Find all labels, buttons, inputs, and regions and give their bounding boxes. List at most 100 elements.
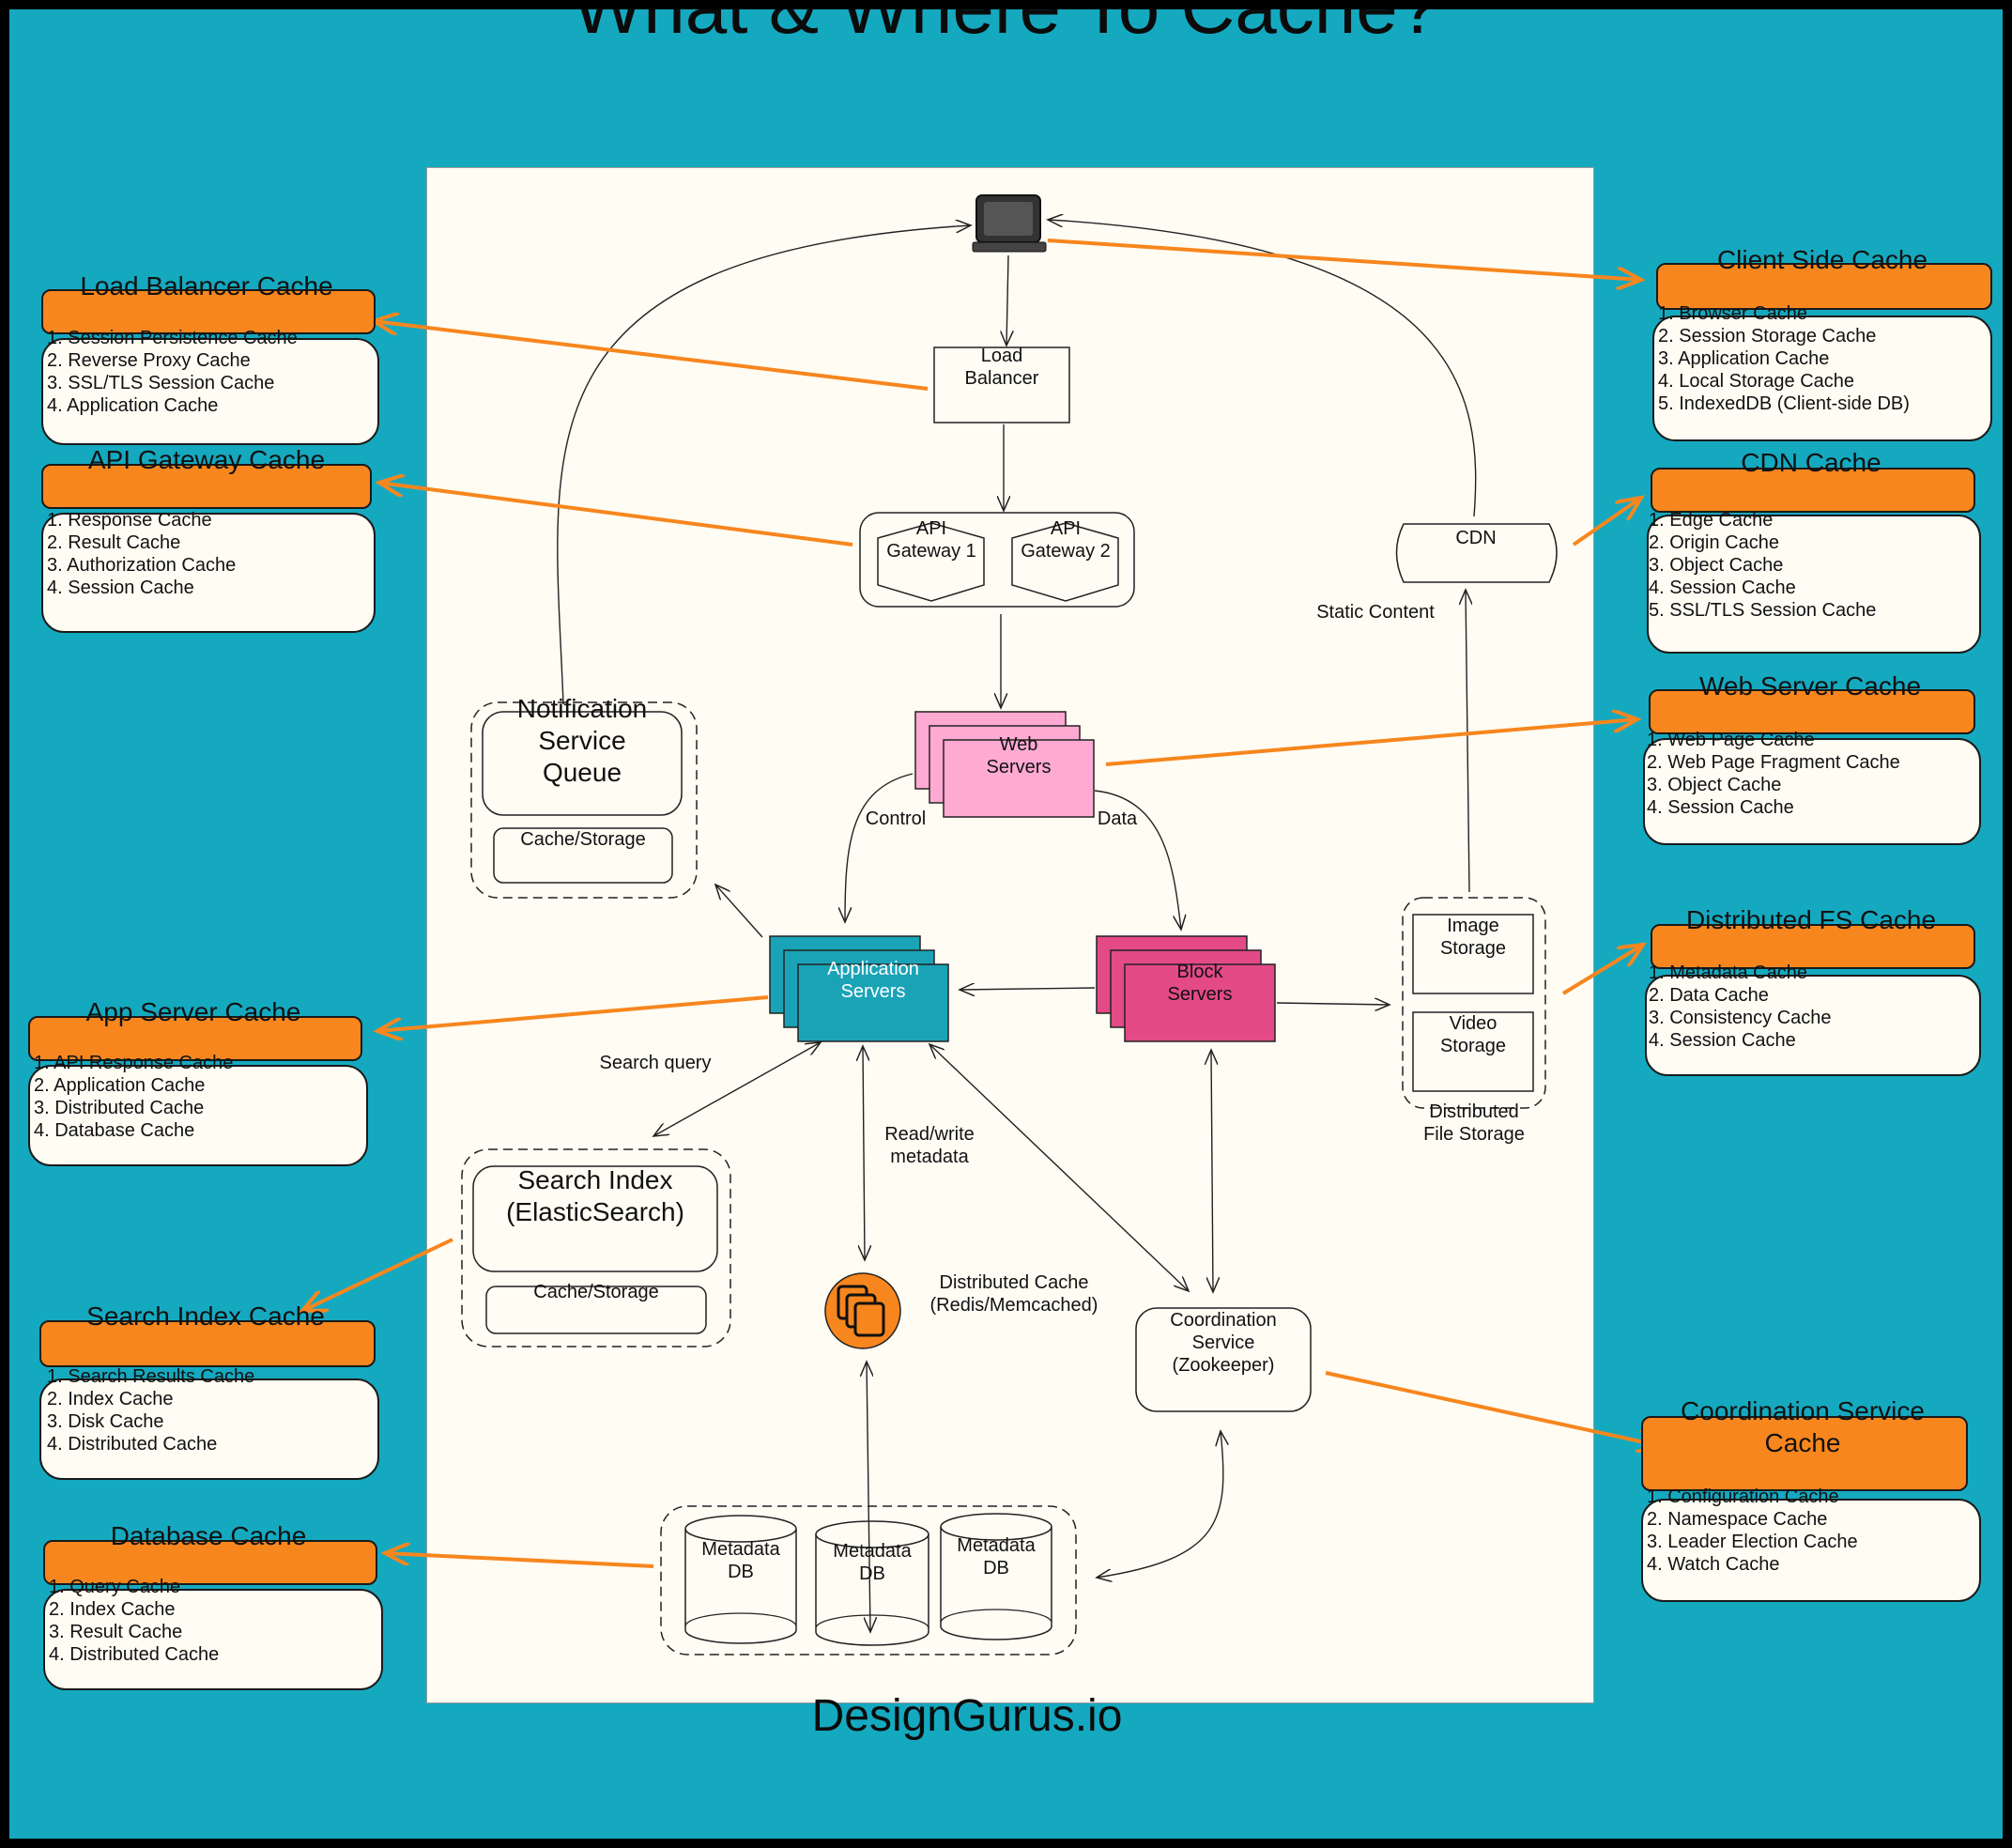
video-storage-box [1412,1011,1534,1092]
list-item: 3. SSL/TLS Session Cache [47,373,275,393]
notification-queue-box [482,711,683,816]
static-content-label: Static Content [1316,602,1435,623]
list-item: 3. Authorization Cache [47,555,237,576]
list-item: 1. Browser Cache [1658,303,1807,324]
client-side-cache-card [1652,316,1992,441]
list-item: 1. Response Cache [47,510,212,531]
api-gateway-2-hex [1011,522,1119,602]
orange-connectors [302,239,1662,1568]
metadata-db-1-cylinder [684,1515,797,1644]
list-item: 4. Database Cache [34,1120,195,1141]
search-index-cache-list: 1. Search Results Cache 2. Index Cache 3… [47,1365,254,1455]
client-side-cache-list: 1. Browser Cache 2. Session Storage Cach… [1658,302,1910,415]
list-item: 3. Consistency Cache [1649,1008,1832,1028]
list-item: 4. Distributed Cache [47,1434,218,1455]
cdn-shape [1395,523,1558,583]
app-server-cache-list: 1. API Response Cache 2. Application Cac… [34,1052,233,1142]
image-storage-label: Image Storage [1439,916,1507,959]
list-item: 2. Origin Cache [1649,532,1779,553]
list-item: 4. Session Cache [1649,578,1796,598]
list-item: 3. Object Cache [1647,775,1782,795]
database-cache-title: Database Cache [110,1521,307,1550]
list-item: 2. Result Cache [47,532,181,553]
application-servers-stack [769,935,949,1042]
image-storage-box [1412,914,1534,994]
notification-storage-box [493,827,673,884]
client-side-cache-title: Client Side Cache [1716,245,1928,274]
client-side-cache-header [1656,263,1992,310]
api-gateway-cache-title: API Gateway Cache [87,445,326,474]
list-item: 1. Web Page Cache [1647,730,1815,750]
app-server-cache-header [28,1016,362,1061]
search-storage-box [485,1286,707,1334]
block-servers-stack [1096,935,1276,1042]
cdn-cache-card [1647,515,1981,654]
list-item: 2. Index Cache [47,1389,174,1409]
api-gateway-2-label: API Gateway 2 [1021,518,1111,562]
list-item: 2. Namespace Cache [1647,1509,1828,1530]
distributed-fs-cache-card [1645,975,1981,1076]
list-item: 3. Distributed Cache [34,1098,205,1118]
coordination-service-label: Coordination Service (Zookeeper) [1170,1310,1277,1376]
stack-icon [824,1272,901,1349]
list-item: 4. Session Cache [1649,1030,1796,1051]
video-storage-label: Video Storage [1439,1013,1507,1056]
database-cache-card [43,1589,383,1690]
list-item: 1. Query Cache [49,1577,181,1597]
list-item: 5. IndexedDB (Client-side DB) [1658,393,1910,414]
control-label: Control [865,808,927,829]
list-item: 2. Web Page Fragment Cache [1647,752,1900,773]
api-gateway-cache-header [41,464,372,509]
cdn-cache-title: CDN Cache [1741,448,1881,477]
list-item: 4. Session Cache [47,578,194,598]
search-index-cache-header [39,1320,376,1367]
search-query-label: Search query [599,1053,712,1073]
load-balancer-label: Load Balancer [964,346,1039,389]
metadata-db-2-label: Metadata DB [833,1541,912,1584]
coordination-cache-header [1641,1416,1968,1491]
api-gateway-1-hex [877,522,985,602]
read-write-metadata-label: Read/write metadata [884,1124,975,1167]
connectors [557,220,1477,1632]
list-item: 4. Distributed Cache [49,1644,220,1665]
distributed-fs-cache-title: Distributed FS Cache [1685,905,1937,934]
api-gateway-group [859,512,1135,608]
brand-label: DesignGurus.io [811,1691,1123,1741]
list-item: 1. Session Persistence Cache [47,328,298,348]
cdn-cache-header [1651,468,1975,513]
list-item: 4. Session Cache [1647,797,1794,818]
list-item: 3. Leader Election Cache [1647,1532,1858,1552]
distributed-storage-group [1402,897,1546,1109]
coordination-cache-title: Coordination Service Cache [1681,1396,1925,1457]
load-balancer-cache-title: Load Balancer Cache [80,271,333,300]
load-balancer-cache-header [41,289,376,334]
notification-group [470,701,698,899]
list-item: 1. Edge Cache [1649,510,1774,531]
list-item: 4. Application Cache [47,395,219,416]
api-gateway-cache-list: 1. Response Cache 2. Result Cache 3. Aut… [47,509,236,599]
list-item: 2. Application Cache [34,1075,206,1096]
application-servers-label: Application Servers [827,959,919,1002]
search-index-cache-card [39,1378,379,1480]
coordination-cache-card [1641,1499,1981,1602]
distributed-file-storage-label: Distributed File Storage [1423,1101,1525,1145]
search-index-box [472,1165,718,1272]
search-index-cache-title: Search Index Cache [86,1301,325,1331]
notification-storage-label: Cache/Storage [520,829,646,850]
list-item: 2. Session Storage Cache [1658,326,1877,346]
database-cache-list: 1. Query Cache 2. Index Cache 3. Result … [49,1576,219,1666]
computer-icon [972,194,1047,253]
search-index-group [461,1148,731,1348]
metadata-db-1-label: Metadata DB [701,1539,780,1582]
app-server-cache-title: App Server Cache [85,997,301,1026]
block-servers-label: Block Servers [1167,962,1233,1005]
api-gateway-cache-card [41,513,376,633]
data-label: Data [1097,808,1138,829]
list-item: 2. Data Cache [1649,985,1769,1006]
coordination-cache-list: 1. Configuration Cache 2. Namespace Cach… [1647,1486,1858,1576]
cdn-label: CDN [1455,528,1497,548]
load-balancer-cache-list: 1. Session Persistence Cache 2. Reverse … [47,327,298,417]
load-balancer-cache-card [41,338,379,445]
